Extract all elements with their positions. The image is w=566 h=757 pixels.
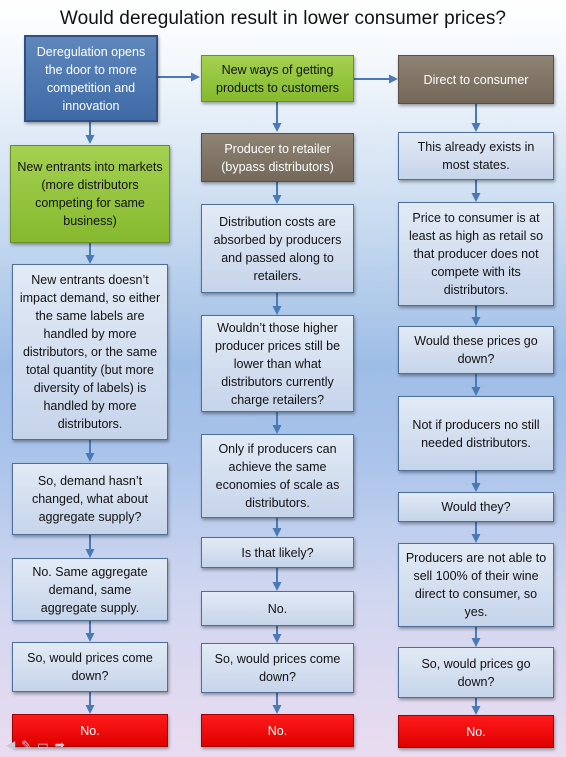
forward-arrow-icon[interactable]: ➡: [54, 738, 71, 752]
menu-icon[interactable]: ▭: [37, 738, 55, 752]
node-right-no: No.: [398, 715, 554, 748]
pen-icon[interactable]: ✎: [21, 738, 38, 752]
node-aggregate-supply-question: So, demand hasn’t changed, what about ag…: [12, 463, 168, 535]
node-prices-go-down-question: Would these prices go down?: [398, 326, 554, 374]
node-distribution-costs: Distribution costs are absorbed by produ…: [201, 204, 354, 293]
node-same-supply-demand: No. Same aggregate demand, same aggregat…: [12, 558, 168, 621]
node-economies-of-scale: Only if producers can achieve the same e…: [201, 434, 354, 518]
node-left-no: No.: [12, 714, 168, 747]
node-would-they: Would they?: [398, 492, 554, 522]
node-not-if-distributors: Not if producers no still needed distrib…: [398, 396, 554, 471]
node-already-exists: This already exists in most states.: [398, 132, 554, 180]
node-higher-prices-question: Wouldn’t those higher producer prices st…: [201, 315, 354, 412]
slide-nav-controls[interactable]: ◀✎▭➡: [6, 738, 71, 752]
node-middle-prices-question: So, would prices come down?: [201, 643, 354, 693]
node-direct-to-consumer: Direct to consumer: [398, 55, 554, 104]
node-new-entrants: New entrants into markets (more distribu…: [10, 145, 170, 243]
node-new-ways: New ways of getting products to customer…: [201, 55, 354, 102]
node-deregulation: Deregulation opens the door to more comp…: [24, 35, 158, 122]
node-right-prices-question: So, would prices go down?: [398, 647, 554, 698]
node-is-that-likely: Is that likely?: [201, 537, 354, 568]
diagram-title: Would deregulation result in lower consu…: [59, 8, 507, 29]
node-middle-no-1: No.: [201, 591, 354, 626]
node-left-prices-question: So, would prices come down?: [12, 642, 168, 692]
node-consumer-price: Price to consumer is at least as high as…: [398, 202, 554, 306]
node-demand-unchanged: New entrants doesn’t impact demand, so e…: [12, 264, 168, 440]
node-producer-to-retailer: Producer to retailer (bypass distributor…: [201, 133, 354, 182]
node-producers-not-able: Producers are not able to sell 100% of t…: [398, 543, 554, 627]
back-arrow-icon[interactable]: ◀: [6, 738, 22, 752]
node-middle-no-2: No.: [201, 714, 354, 747]
